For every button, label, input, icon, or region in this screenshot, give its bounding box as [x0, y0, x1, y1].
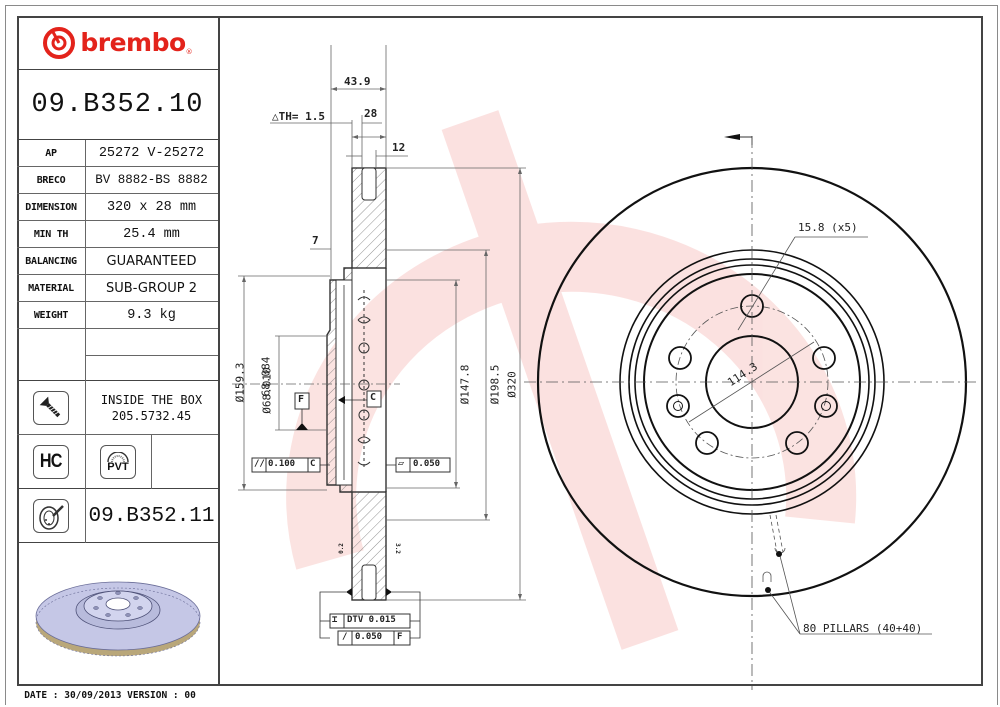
dim-hat: 7: [312, 234, 319, 247]
dim-thickness: 28: [364, 107, 378, 120]
hc-badge-icon: HC: [33, 445, 69, 479]
face-view: [524, 134, 980, 690]
spec-row-dimension: DIMENSION 320 x 28 mm: [17, 194, 218, 221]
empty-cell: [17, 329, 86, 381]
spec-row-balancing: BALANCING GUARANTEED: [17, 248, 218, 275]
spec-label: AP: [17, 140, 86, 166]
dim-total-width: 43.9: [344, 75, 371, 88]
info-panel: brembo ® 09.B352.10 AP 25272 V-25272 BRE…: [17, 16, 220, 686]
surface-finish-right: 3.2: [393, 543, 401, 554]
surface-finish-left: 0.2: [337, 543, 345, 554]
dia-159: Ø159.3: [233, 362, 247, 403]
spec-value: BV 8882-BS 8882: [95, 173, 208, 187]
spec-value: 25272 V-25272: [98, 145, 205, 161]
spec-label: MIN TH: [17, 221, 86, 247]
date-version-footer: DATE : 30/09/2013 VERSION : 00: [24, 690, 196, 701]
brembo-logo-icon: [43, 26, 76, 59]
spec-value: 320 x 28 mm: [106, 199, 197, 215]
tol-parallel-value: 0.100: [268, 459, 296, 469]
section-view: [232, 45, 526, 646]
divider: [85, 355, 218, 356]
brand-logo: brembo ®: [17, 16, 218, 70]
dia-147: Ø147.8: [458, 364, 472, 405]
dim-delta-th: △TH= 1.5: [272, 110, 325, 123]
inside-box-title: INSIDE THE BOX: [100, 393, 203, 407]
dia-centre-min: Ø68.010: [260, 367, 274, 414]
pvt-cell: PVT: [85, 435, 152, 489]
screw-icon: [33, 391, 69, 425]
datum-f: F: [298, 394, 305, 405]
tol-runout-value: 0.050: [355, 632, 383, 642]
trademark-symbol: ®: [185, 48, 193, 56]
spec-label: BALANCING: [17, 248, 86, 274]
tol-dtv-value: DTV 0.015: [347, 615, 396, 625]
spec-label: DIMENSION: [17, 194, 86, 220]
screw-cell: [17, 381, 86, 435]
spec-row-weight: WEIGHT 9.3 kg: [17, 302, 218, 329]
bolt-hole-dimension: 15.8 (x5): [798, 221, 858, 234]
spec-value: 9.3 kg: [127, 307, 176, 323]
tol-flatness-symbol: ▱: [398, 458, 405, 469]
datum-c: C: [370, 392, 377, 403]
dia-198: Ø198.5: [488, 364, 502, 405]
tol-parallel-symbol: //: [254, 459, 265, 469]
spec-label: MATERIAL: [17, 275, 86, 301]
pvt-badge-icon: PVT: [100, 445, 136, 479]
spec-value: SUB-GROUP 2: [106, 280, 197, 296]
badges-row: HC PVT: [17, 435, 218, 489]
variant-row: 09.B352.11: [17, 489, 218, 543]
tol-runout-datum: F: [397, 632, 403, 642]
inside-box-text: INSIDE THE BOX 205.5732.45: [85, 381, 218, 435]
inside-box-part: 205.5732.45: [111, 409, 192, 423]
spec-row-min-th: MIN TH 25.4 mm: [17, 221, 218, 248]
disc-with-pad-icon: [33, 499, 69, 533]
brand-name: brembo: [80, 28, 186, 57]
disc-illustration: [17, 544, 218, 684]
tol-runout-symbol: /: [342, 632, 348, 642]
spec-value: GUARANTEED: [106, 253, 197, 269]
pcd-dimension: 114.3: [725, 360, 760, 389]
spec-row-breco: BRECO BV 8882-BS 8882: [17, 167, 218, 194]
spec-row-ap: AP 25272 V-25272: [17, 140, 218, 167]
spec-row-empty: [17, 329, 218, 381]
part-number: 09.B352.10: [17, 70, 218, 140]
tol-flatness-value: 0.050: [413, 459, 441, 469]
spec-value: 25.4 mm: [123, 226, 180, 242]
drawing-sheet: [17, 16, 983, 686]
pillars-label: 80 PILLARS (40+40): [803, 622, 923, 635]
inside-box-row: INSIDE THE BOX 205.5732.45: [17, 381, 218, 435]
tol-parallel-datum: C: [310, 459, 316, 469]
spec-label: BRECO: [17, 167, 86, 193]
dim-vane: 12: [392, 141, 406, 154]
spec-row-material: MATERIAL SUB-GROUP 2: [17, 275, 218, 302]
variant-part-number: 09.B352.11: [88, 504, 215, 528]
dia-320: Ø320: [505, 371, 519, 398]
hc-cell: HC: [17, 435, 86, 489]
page-frame: [5, 5, 998, 705]
spec-label: WEIGHT: [17, 302, 86, 328]
brake-disc-3d-icon: [35, 581, 200, 657]
variant-icon-cell: [17, 489, 86, 543]
tol-dtv-symbol: ⌶: [332, 615, 338, 625]
